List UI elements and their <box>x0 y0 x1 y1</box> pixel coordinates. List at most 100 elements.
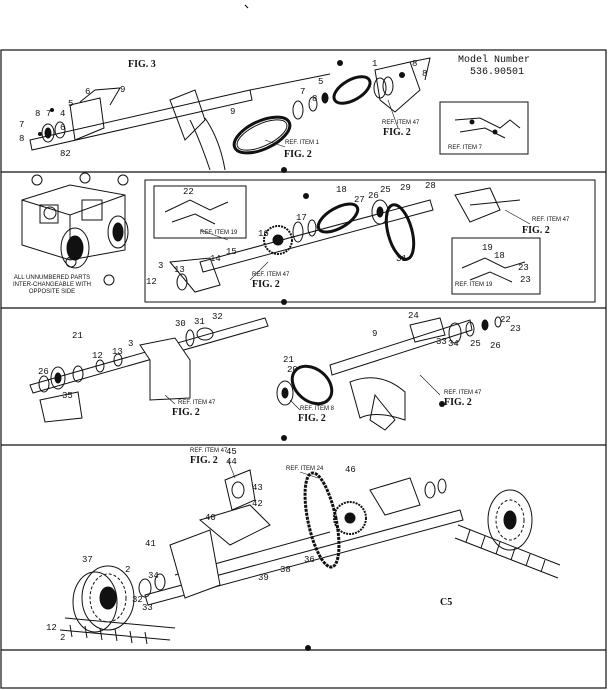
callout: 29 <box>400 183 411 193</box>
model-number-label: Model Number <box>458 55 531 66</box>
callout: 6 <box>85 87 91 97</box>
callout: 15 <box>226 247 237 257</box>
ref-fig-b3: FIG. 2 <box>522 225 550 236</box>
callout: 1 <box>372 59 378 69</box>
interchangeable-note: ALL UNNUMBERED PARTS INTER-CHANGEABLE WI… <box>12 275 91 295</box>
drawing-mark: C5 <box>440 597 453 608</box>
callout: 40 <box>205 513 216 523</box>
callout: 23 <box>520 275 531 285</box>
diagram-frame <box>0 49 607 689</box>
section-b-drawing <box>21 179 596 303</box>
callout: 3 <box>128 339 134 349</box>
callout: 18 <box>494 251 505 261</box>
callout: 35 <box>62 391 73 401</box>
callout: 4 <box>60 109 66 119</box>
callout: 16 <box>258 229 269 239</box>
callout: 45 <box>226 447 237 457</box>
callout: 13 <box>174 265 185 275</box>
ref-item-b1: REF. ITEM 19 <box>200 230 238 236</box>
ref-item-b3: REF. ITEM 47 <box>532 217 570 223</box>
ref-item-a2: REF. ITEM 47 <box>382 120 420 126</box>
callout: 17 <box>296 213 307 223</box>
callout: 12 <box>92 351 103 361</box>
callout: 7 <box>300 87 306 97</box>
callout: 24 <box>408 311 419 321</box>
ref-fig-b2: FIG. 2 <box>252 279 280 290</box>
callout: 31 <box>396 254 407 264</box>
callout: 9 <box>120 85 126 95</box>
callout: 8 <box>19 134 25 144</box>
callout: 32 <box>132 595 143 605</box>
callout: 8 <box>412 59 418 69</box>
ref-item-c3: REF. ITEM 47 <box>444 390 482 396</box>
callout: 46 <box>345 465 356 475</box>
figure-label: FIG. 3 <box>128 59 156 70</box>
callout: 43 <box>252 483 263 493</box>
ref-fig-d1: FIG. 2 <box>190 455 218 466</box>
callout: 39 <box>258 573 269 583</box>
callout: 7 <box>46 109 52 119</box>
callout: 34 <box>148 571 159 581</box>
callout: 19 <box>482 243 493 253</box>
callout: 82 <box>60 149 71 159</box>
callout: 13 <box>112 347 123 357</box>
ref-fig-a1: FIG. 2 <box>284 149 312 160</box>
inset-ref-a: REF. ITEM 7 <box>448 145 483 151</box>
ref-item-c1: REF. ITEM 47 <box>178 400 216 406</box>
callout: 31 <box>194 317 205 327</box>
callout: 26 <box>368 191 379 201</box>
ref-fig-c3: FIG. 2 <box>444 397 472 408</box>
callout: 36 <box>304 555 315 565</box>
callout: 5 <box>318 77 324 87</box>
callout: 22 <box>500 315 511 325</box>
callout: 9 <box>230 107 236 117</box>
inset-ref-b: REF. ITEM 19 <box>455 282 493 288</box>
callout: 22 <box>183 187 194 197</box>
callout: 28 <box>425 181 436 191</box>
callout: 27 <box>354 195 365 205</box>
callout: 5 <box>68 99 74 109</box>
ref-fig-c1: FIG. 2 <box>172 407 200 418</box>
callout: 34 <box>448 339 459 349</box>
callout: 21 <box>283 355 294 365</box>
callout: 21 <box>72 331 83 341</box>
callout: 7 <box>19 120 25 130</box>
ref-item-a1: REF. ITEM 1 <box>285 140 320 146</box>
ref-item-d1: REF. ITEM 47 <box>190 448 228 454</box>
callout: 6 <box>60 123 66 133</box>
callout: 23 <box>518 263 529 273</box>
callout: 30 <box>175 319 186 329</box>
callout: 12 <box>146 277 157 287</box>
ref-item-c2: REF. ITEM 8 <box>300 406 335 412</box>
callout: 41 <box>145 539 156 549</box>
ref-item-d2: REF. ITEM 24 <box>286 466 324 472</box>
ref-fig-c2: FIG. 2 <box>298 413 326 424</box>
callout: 12 <box>46 623 57 633</box>
callout: 23 <box>510 324 521 334</box>
callout: 26 <box>38 367 49 377</box>
callout: 33 <box>142 603 153 613</box>
callout: 33 <box>436 337 447 347</box>
callout: 2 <box>125 565 131 575</box>
model-number: 536.90501 <box>470 67 525 78</box>
callout: 8 <box>422 69 428 79</box>
callout: 26 <box>490 341 501 351</box>
callout: 9 <box>372 329 378 339</box>
callout: 8 <box>312 94 318 104</box>
callout: 8 <box>35 109 41 119</box>
ref-item-b2: REF. ITEM 47 <box>252 272 290 278</box>
callout: 20 <box>287 365 298 375</box>
callout: 42 <box>252 499 263 509</box>
callout: 38 <box>280 565 291 575</box>
callout: 2 <box>60 633 66 643</box>
callout: 25 <box>470 339 481 349</box>
ref-fig-a2: FIG. 2 <box>383 127 411 138</box>
callout: 14 <box>210 254 221 264</box>
section-c-drawing <box>29 316 502 431</box>
callout: 32 <box>212 312 223 322</box>
callout: 37 <box>82 555 93 565</box>
callout: 44 <box>226 457 237 467</box>
section-d-drawing <box>59 469 561 645</box>
callout: 3 <box>158 261 164 271</box>
